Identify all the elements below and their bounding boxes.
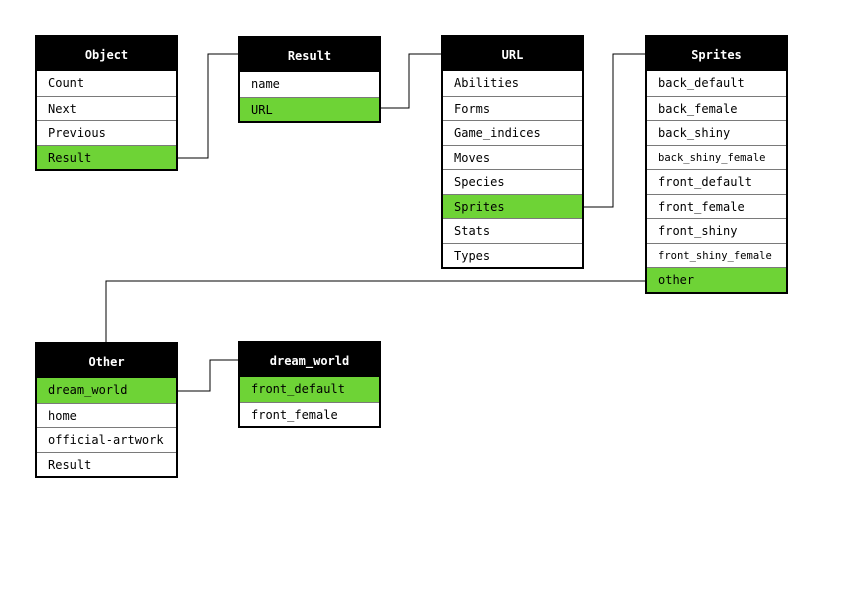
field-dw-front-female: front_female: [240, 401, 379, 427]
table-dream-world: dream_world front_default front_female: [238, 341, 381, 428]
table-object: Object Count Next Previous Result: [35, 35, 178, 171]
field-forms: Forms: [443, 95, 582, 121]
field-name: name: [251, 77, 280, 91]
field-abilities: Abilities: [454, 76, 520, 90]
field-previous: Previous: [37, 120, 176, 145]
field-types: Types: [443, 242, 582, 268]
field-front-default: front_default: [647, 169, 786, 194]
table-url-header: URL: [443, 37, 582, 71]
field-front-shiny: front_shiny: [647, 218, 786, 243]
connector-sprites-other: [105, 280, 647, 343]
table-result: Result name URL: [238, 36, 381, 123]
table-url: URL Abilities Forms Game_indices Moves S…: [441, 35, 584, 269]
connector-result-url: [380, 53, 443, 109]
table-sprites: Sprites back_default back_female back_sh…: [645, 35, 788, 294]
table-dream-world-header: dream_world: [240, 343, 379, 377]
field-other: other: [647, 267, 786, 292]
table-object-header: Object: [37, 37, 176, 71]
connector-other-dreamworld: [177, 359, 240, 392]
field-front-shiny-female: front_shiny_female: [647, 242, 786, 268]
table-result-header: Result: [240, 38, 379, 72]
field-back-female: back_female: [647, 95, 786, 121]
field-result: Result: [37, 144, 176, 169]
connector-url-sprites: [583, 53, 647, 208]
table-other: Other dream_world home official-artwork …: [35, 342, 178, 478]
field-dream-world: dream_world: [37, 378, 176, 403]
field-sprites: Sprites: [443, 193, 582, 218]
field-official-artwork: official-artwork: [37, 427, 176, 452]
table-sprites-header: Sprites: [647, 37, 786, 71]
field-next: Next: [37, 95, 176, 121]
field-other-result: Result: [37, 451, 176, 477]
field-url: URL: [240, 96, 379, 121]
field-home: home: [37, 402, 176, 428]
field-moves: Moves: [443, 144, 582, 170]
field-stats: Stats: [443, 218, 582, 243]
field-species: Species: [443, 169, 582, 194]
field-back-default: back_default: [658, 76, 745, 90]
field-dw-front-default: front_default: [240, 377, 379, 402]
table-other-header: Other: [37, 344, 176, 378]
connector-object-result: [177, 53, 240, 159]
field-front-female: front_female: [647, 193, 786, 219]
field-game-indices: Game_indices: [443, 120, 582, 145]
field-count: Count: [48, 76, 85, 90]
field-back-shiny: back_shiny: [647, 120, 786, 145]
field-back-shiny-female: back_shiny_female: [647, 144, 786, 170]
